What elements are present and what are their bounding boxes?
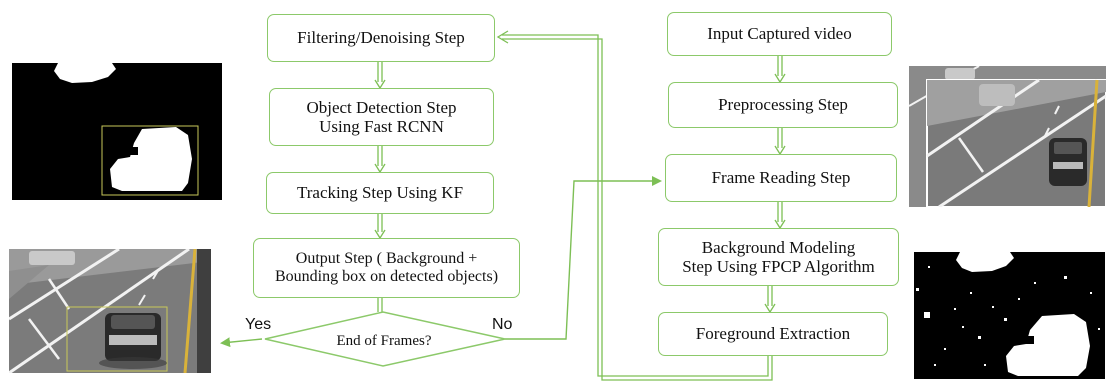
decision-diamond	[264, 311, 506, 367]
connector-output-to-decision	[377, 298, 383, 312]
tracking-step-box: Tracking Step Using KF	[266, 172, 494, 214]
filtering-step-box: Filtering/Denoising Step	[267, 14, 495, 62]
connector-preprocess-to-frame	[774, 128, 786, 156]
binary-mask-image	[12, 63, 222, 200]
noisy-mask-image	[914, 252, 1105, 379]
connector-yes-to-output-image	[220, 337, 263, 348]
connector-frame-to-background	[774, 202, 786, 230]
input-captured-video-box: Input Captured video	[667, 12, 892, 56]
connector-input-to-preprocess	[774, 56, 786, 84]
connector-no-to-frame-reading	[505, 176, 662, 340]
connector-detect-to-track	[374, 146, 386, 174]
background-modeling-step-box: Background Modeling Step Using FPCP Algo…	[658, 228, 899, 286]
input-frames-image	[909, 66, 1106, 207]
decision-label: End of Frames?	[337, 333, 432, 349]
preprocessing-step-box: Preprocessing Step	[668, 82, 898, 128]
no-label: No	[492, 316, 513, 333]
output-step-box: Output Step ( Background + Bounding box …	[253, 238, 520, 298]
frame-reading-step-box: Frame Reading Step	[665, 154, 897, 202]
connector-background-to-foreground	[764, 286, 776, 314]
foreground-extraction-box: Foreground Extraction	[658, 312, 888, 356]
object-detection-step-box: Object Detection Step Using Fast RCNN	[269, 88, 494, 146]
yes-label: Yes	[245, 316, 272, 333]
connector-filter-to-detect	[374, 62, 386, 90]
connector-foreground-to-filtering	[496, 30, 773, 381]
connector-track-to-output	[374, 214, 386, 240]
detected-car-image	[9, 249, 211, 373]
